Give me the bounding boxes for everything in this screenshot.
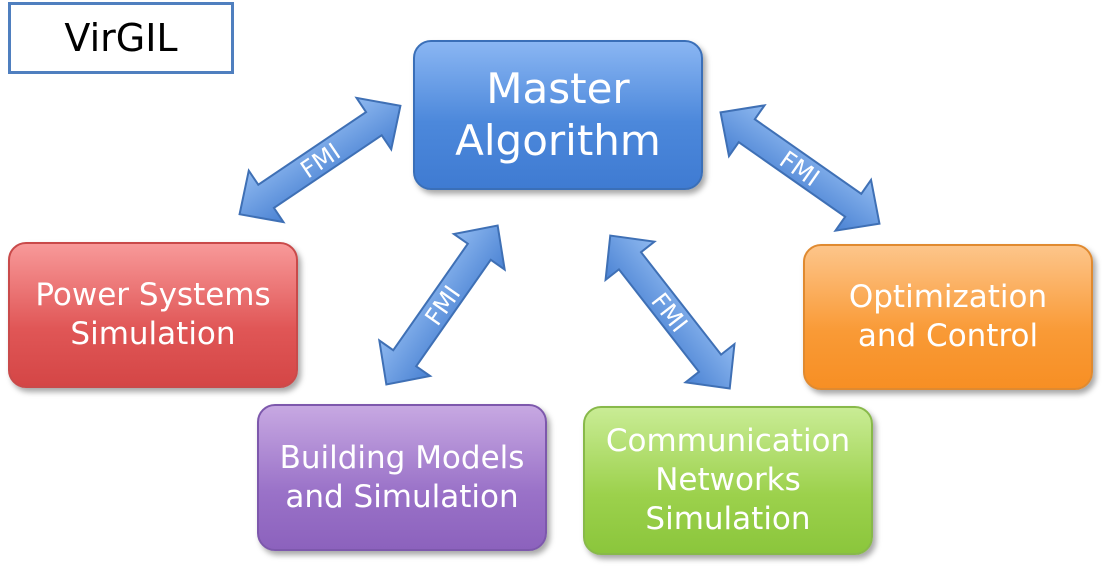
- node-building-models: Building Models and Simulation: [257, 404, 547, 551]
- arrow-master-building: FMI: [377, 224, 507, 386]
- node-optimization-control: Optimization and Control: [803, 244, 1093, 390]
- arrow-master-comm: FMI: [604, 234, 736, 390]
- node-comm-label: Communication Networks Simulation: [605, 423, 851, 537]
- diagram-title: VirGIL: [8, 2, 234, 74]
- node-building-label: Building Models and Simulation: [279, 439, 525, 515]
- node-communication-networks: Communication Networks Simulation: [583, 406, 873, 555]
- title-text: VirGIL: [64, 16, 178, 60]
- node-optim-label: Optimization and Control: [848, 279, 1048, 354]
- node-power-systems: Power Systems Simulation: [8, 242, 298, 388]
- arrow-master-power: FMI: [238, 96, 402, 224]
- node-master-algorithm: Master Algorithm: [413, 40, 703, 190]
- arrow-master-optim: FMI: [719, 103, 881, 233]
- node-power-label: Power Systems Simulation: [35, 277, 271, 352]
- node-master-label: Master Algorithm: [455, 63, 661, 166]
